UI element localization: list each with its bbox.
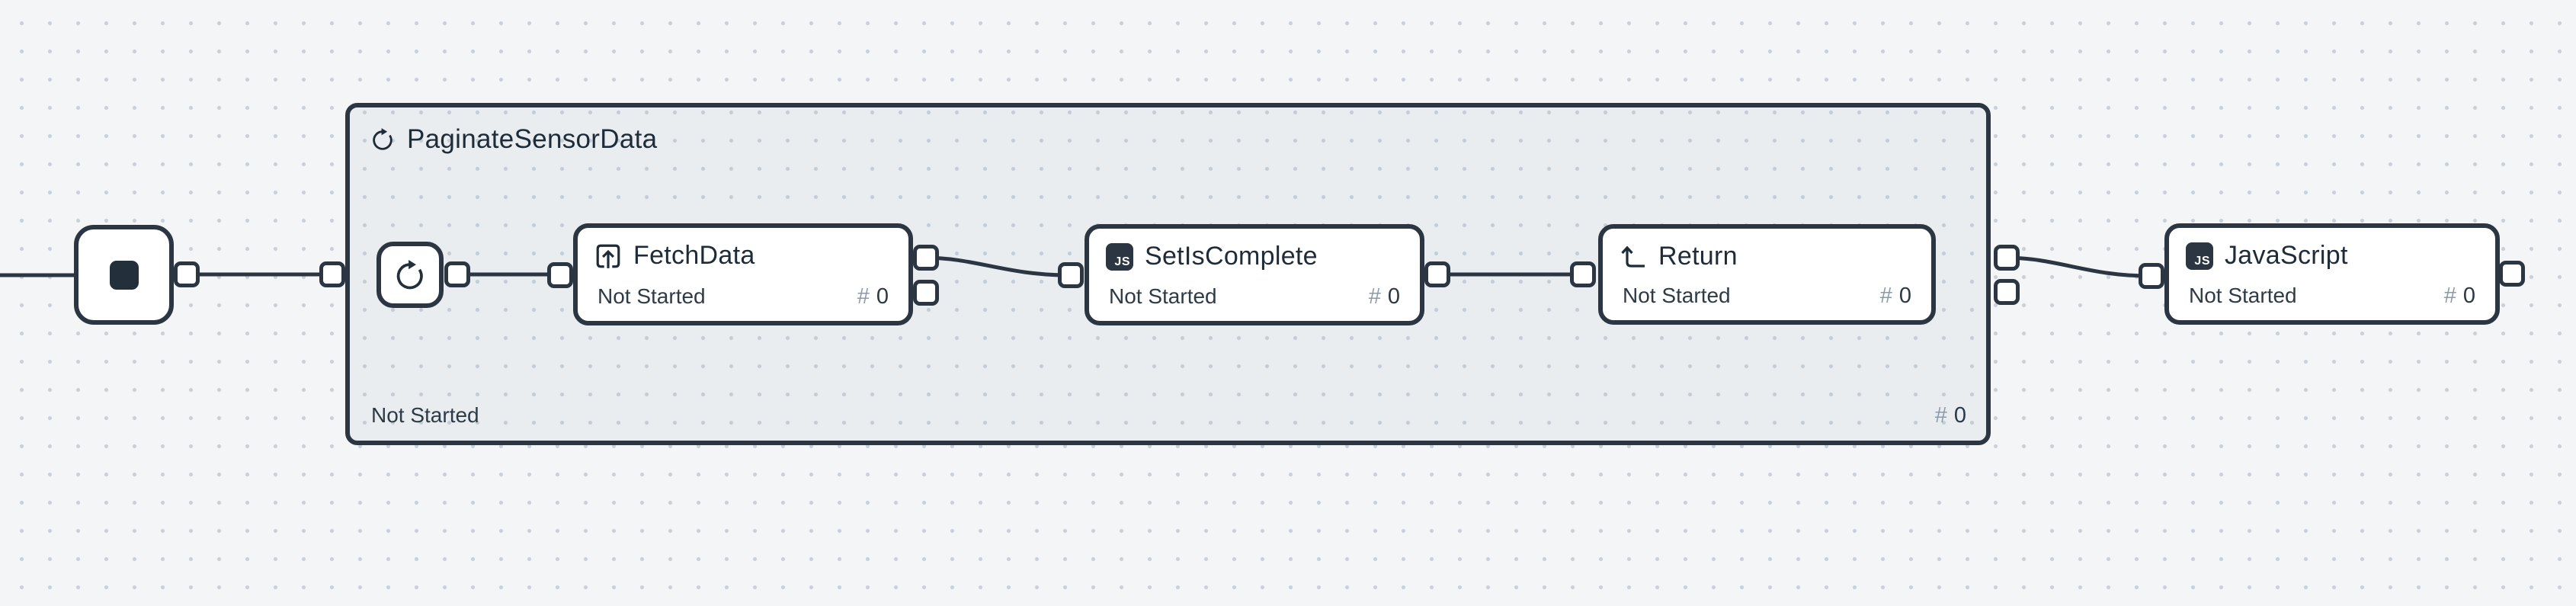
port-fetchdata-output-bottom[interactable] <box>913 280 939 306</box>
node-status: Not Started <box>1109 284 1217 308</box>
group-run-count: # 0 <box>1934 403 1966 428</box>
node-title: SetIsComplete <box>1145 242 1318 271</box>
port-fetchdata-output-top[interactable] <box>913 245 939 271</box>
node-run-count: # 0 <box>1879 284 1911 308</box>
javascript-icon: JS <box>1106 242 1133 271</box>
node-run-count: # 0 <box>2443 284 2475 308</box>
node-title: FetchData <box>633 241 755 270</box>
node-start[interactable] <box>74 225 174 325</box>
loop-icon <box>396 259 423 289</box>
port-javascript-output[interactable] <box>2499 261 2525 287</box>
node-fetchdata[interactable]: FetchData Not Started # 0 <box>573 223 913 325</box>
javascript-icon: JS <box>2186 242 2213 270</box>
port-javascript-input[interactable] <box>2139 263 2164 289</box>
node-status: Not Started <box>1623 284 1731 307</box>
return-icon <box>1621 245 1645 268</box>
loop-icon <box>373 128 392 150</box>
port-start-output[interactable] <box>174 261 200 287</box>
group-status: Not Started <box>371 403 479 427</box>
port-setiscomplete-input[interactable] <box>1058 262 1084 288</box>
port-group-output-top[interactable] <box>1994 245 2020 271</box>
group-title: PaginateSensorData <box>407 124 658 154</box>
node-setiscomplete[interactable]: JS SetIsComplete Not Started # 0 <box>1085 224 1424 325</box>
port-setiscomplete-output[interactable] <box>1424 261 1450 287</box>
port-group-output-bottom[interactable] <box>1994 279 2020 305</box>
group-header: PaginateSensorData <box>370 124 657 155</box>
node-status: Not Started <box>598 284 706 308</box>
port-loopstart-output[interactable] <box>444 261 470 287</box>
port-fetchdata-input[interactable] <box>547 262 573 288</box>
port-group-input[interactable] <box>319 261 345 287</box>
node-return[interactable]: Return Not Started # 0 <box>1598 224 1936 325</box>
wire-group-to-javascript[interactable] <box>2002 255 2151 278</box>
node-loop-start[interactable] <box>376 242 444 308</box>
call-subflow-icon <box>596 244 620 268</box>
node-run-count: # 0 <box>1368 284 1400 309</box>
port-return-input[interactable] <box>1570 261 1596 287</box>
group-footer: Not Started # 0 <box>371 403 1966 428</box>
node-title: JavaScript <box>2225 241 2348 270</box>
stop-square-icon <box>109 260 139 290</box>
node-run-count: # 0 <box>857 284 889 309</box>
node-javascript[interactable]: JS JavaScript Not Started # 0 <box>2164 223 2500 325</box>
node-title: Return <box>1658 242 1738 271</box>
wire-fetchdata-to-setiscomplete[interactable] <box>921 255 1071 277</box>
node-status: Not Started <box>2189 284 2297 307</box>
